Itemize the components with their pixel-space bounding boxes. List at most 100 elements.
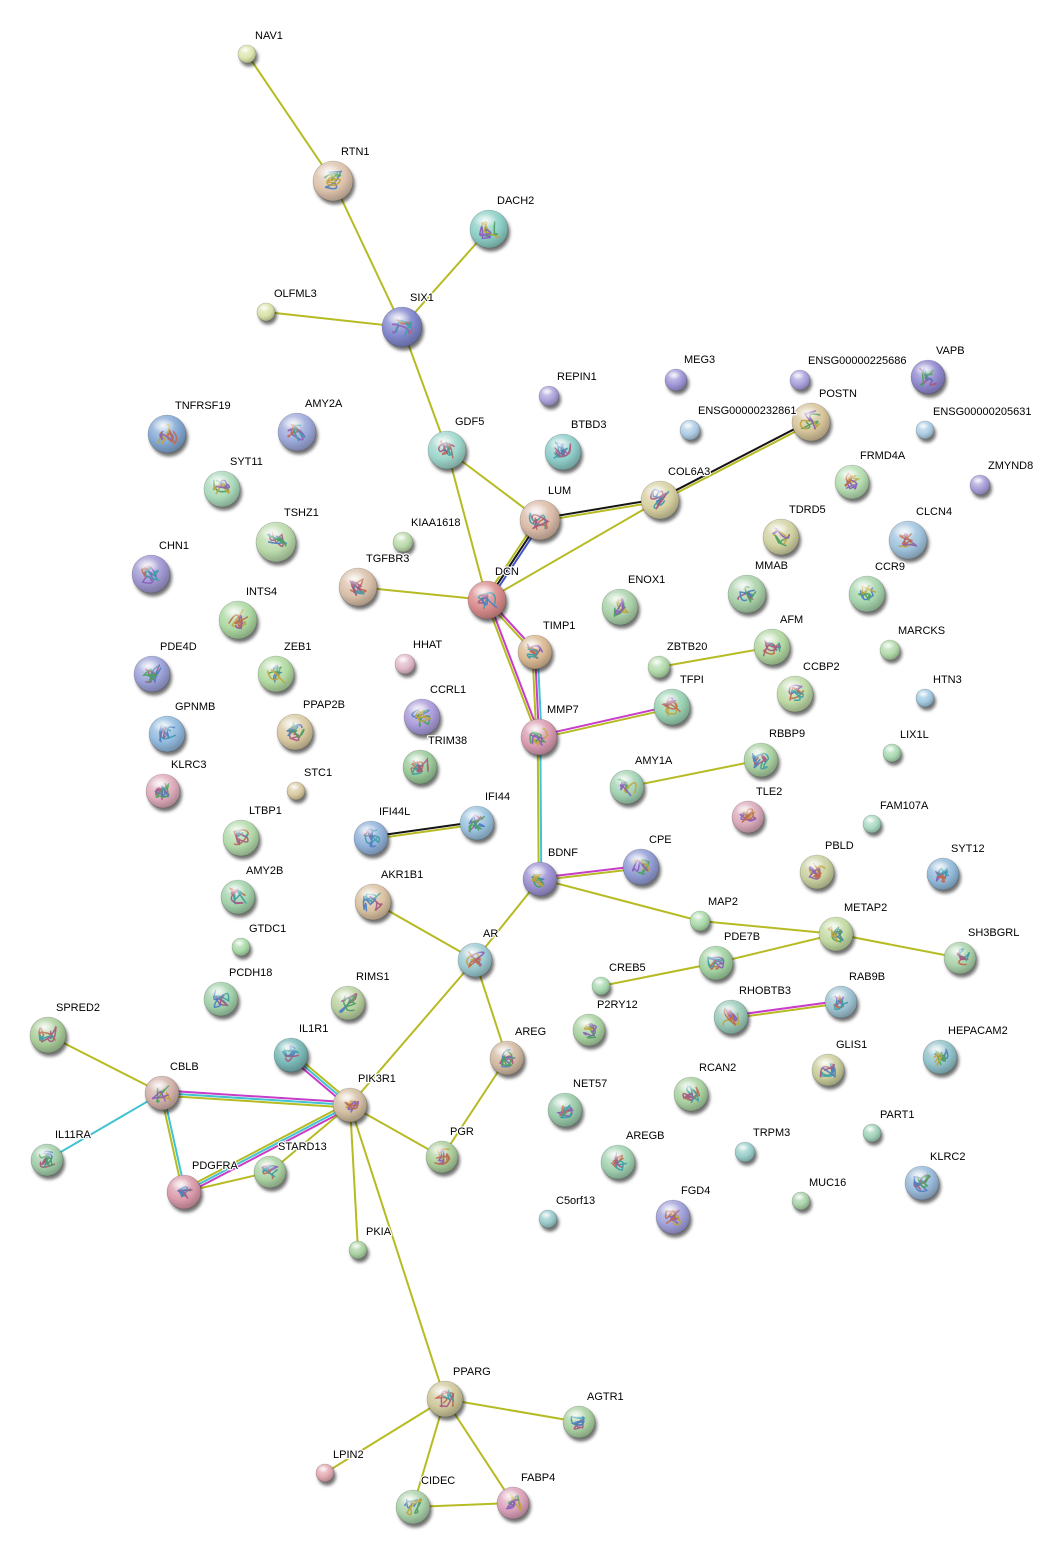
node-AREGB[interactable]: AREGB bbox=[600, 1129, 666, 1180]
edge-PIK3R1-STARD13-textmining[interactable] bbox=[269, 1104, 351, 1173]
node-DCN[interactable]: DCN bbox=[467, 565, 520, 620]
node-AREG[interactable]: AREG bbox=[489, 1025, 547, 1076]
node-BDNF[interactable]: BDNF bbox=[522, 846, 579, 897]
node-REPIN1[interactable]: REPIN1 bbox=[538, 370, 598, 407]
node-TFPI[interactable]: TFPI bbox=[653, 673, 705, 726]
edge-DCN-MMP7-experiments[interactable] bbox=[487, 599, 542, 737]
node-CHN1[interactable]: CHN1 bbox=[131, 539, 190, 594]
edge-IFI44L-IFI44-coexpression[interactable] bbox=[370, 820, 477, 838]
node-KLRC2[interactable]: KLRC2 bbox=[904, 1150, 967, 1201]
edge-PIK3R1-PKIA-textmining[interactable] bbox=[349, 1104, 359, 1251]
edge-PIK3R1-PDGFRA-experiments[interactable] bbox=[184, 1106, 352, 1196]
node-ZMYND8[interactable]: ZMYND8 bbox=[969, 459, 1034, 496]
node-LPIN2[interactable]: LPIN2 bbox=[315, 1448, 365, 1483]
node-SPRED2[interactable]: SPRED2 bbox=[29, 1001, 101, 1054]
node-CREB5[interactable]: CREB5 bbox=[591, 961, 647, 996]
node-SYT11[interactable]: SYT11 bbox=[203, 455, 264, 508]
node-STC1[interactable]: STC1 bbox=[286, 766, 333, 801]
edge-DCN-COL6A3-textmining[interactable] bbox=[486, 499, 661, 601]
node-BTBD3[interactable]: BTBD3 bbox=[544, 418, 608, 471]
node-AKR1B1[interactable]: AKR1B1 bbox=[354, 868, 424, 921]
node-PDE4D[interactable]: PDE4D bbox=[133, 640, 198, 693]
edge-LUM-COL6A3-coexpression[interactable] bbox=[539, 497, 660, 520]
node-PGR[interactable]: PGR bbox=[425, 1125, 475, 1174]
edge-SIX1-GDF5-textmining[interactable] bbox=[401, 326, 448, 451]
edge-CBLB-SPRED2-textmining[interactable] bbox=[47, 1034, 163, 1094]
node-OLFML3[interactable]: OLFML3 bbox=[256, 287, 318, 322]
node-CPE[interactable]: CPE bbox=[622, 833, 673, 886]
node-RTN1[interactable]: RTN1 bbox=[312, 145, 371, 202]
node-CCR9[interactable]: CCR9 bbox=[848, 560, 906, 613]
node-GLIS1[interactable]: GLIS1 bbox=[811, 1038, 868, 1087]
edge-AMY1A-RBBP9-textmining[interactable] bbox=[626, 759, 762, 788]
edge-DACH2-SIX1-textmining[interactable] bbox=[401, 228, 490, 328]
node-INTS4[interactable]: INTS4 bbox=[218, 585, 278, 640]
node-PDE7B[interactable]: PDE7B bbox=[698, 930, 761, 981]
node-IFI44[interactable]: IFI44 bbox=[459, 790, 511, 841]
node-TDRD5[interactable]: TDRD5 bbox=[762, 503, 827, 556]
edge-PPARG-AGTR1-textmining[interactable] bbox=[444, 1398, 580, 1423]
edge-MMP7-BDNF-textmining[interactable] bbox=[536, 736, 540, 880]
node-STARD13[interactable]: STARD13 bbox=[253, 1140, 328, 1189]
edge-CBLB-PIK3R1-databases[interactable] bbox=[161, 1092, 351, 1106]
node-LUM[interactable]: LUM bbox=[519, 484, 572, 541]
node-TIMP1[interactable]: TIMP1 bbox=[517, 619, 577, 670]
node-IL11RA[interactable]: IL11RA bbox=[30, 1128, 93, 1177]
edge-CBLB-PIK3R1-experiments[interactable] bbox=[162, 1089, 351, 1104]
node-IFI44L[interactable]: IFI44L bbox=[353, 805, 411, 856]
node-AR[interactable]: AR bbox=[457, 927, 500, 978]
node-MAP2[interactable]: MAP2 bbox=[689, 895, 739, 932]
node-GPNMB[interactable]: GPNMB bbox=[148, 700, 217, 753]
edge-MMP7-TFPI-experiments[interactable] bbox=[538, 704, 672, 737]
edge-MMP7-BDNF-databases[interactable] bbox=[539, 736, 543, 880]
edge-DCN-TGFBR3-textmining[interactable] bbox=[357, 586, 488, 601]
node-TSHZ1[interactable]: TSHZ1 bbox=[255, 506, 320, 563]
node-ZBTB20[interactable]: ZBTB20 bbox=[647, 640, 709, 679]
edge-PPARG-CIDEC-textmining[interactable] bbox=[412, 1398, 446, 1508]
node-RHOBTB3[interactable]: RHOBTB3 bbox=[713, 984, 792, 1035]
node-MMAB[interactable]: MMAB bbox=[727, 559, 789, 614]
node-RCAN2[interactable]: RCAN2 bbox=[673, 1061, 738, 1112]
edge-MAP2-METAP2-textmining[interactable] bbox=[699, 920, 837, 935]
edge-CBLB-PIK3R1-textmining[interactable] bbox=[161, 1094, 350, 1109]
node-NET57[interactable]: NET57 bbox=[547, 1077, 609, 1128]
node-PART1[interactable]: PART1 bbox=[862, 1108, 916, 1143]
edge-COL6A3-POSTN-textmining[interactable] bbox=[660, 422, 813, 503]
node-RAB9B[interactable]: RAB9B bbox=[824, 970, 886, 1019]
node-CCRL1[interactable]: CCRL1 bbox=[403, 683, 467, 736]
node-AMY2B[interactable]: AMY2B bbox=[220, 864, 285, 915]
node-FRMD4A[interactable]: FRMD4A bbox=[834, 449, 907, 500]
node-TRPM3[interactable]: TRPM3 bbox=[734, 1126, 792, 1163]
edge-PIK3R1-PPARG-textmining[interactable] bbox=[349, 1104, 446, 1400]
edge-MMP7-TFPI-textmining[interactable] bbox=[539, 707, 673, 740]
node-KLRC3[interactable]: KLRC3 bbox=[145, 758, 208, 809]
node-PPAP2B[interactable]: PPAP2B bbox=[276, 698, 346, 751]
edge-DCN-MMP7-textmining[interactable] bbox=[484, 600, 539, 738]
node-NAV1[interactable]: NAV1 bbox=[237, 29, 284, 64]
node-METAP2[interactable]: METAP2 bbox=[818, 901, 888, 952]
node-ENSG00000205631[interactable]: ENSG00000205631 bbox=[915, 405, 1033, 440]
node-LTBP1[interactable]: LTBP1 bbox=[222, 804, 283, 857]
node-TLE2[interactable]: TLE2 bbox=[731, 785, 784, 834]
node-DACH2[interactable]: DACH2 bbox=[469, 194, 536, 249]
node-TNFRSF19[interactable]: TNFRSF19 bbox=[147, 399, 232, 454]
node-PIK3R1[interactable]: PIK3R1 bbox=[332, 1072, 397, 1123]
edge-GDF5-DCN-textmining[interactable] bbox=[446, 449, 488, 601]
edge-AR-PIK3R1-textmining[interactable] bbox=[349, 959, 476, 1106]
edge-RHOBTB3-RAB9B-textmining[interactable] bbox=[731, 1002, 842, 1020]
node-ENSG00000225686[interactable]: ENSG00000225686 bbox=[789, 354, 908, 391]
node-AFM[interactable]: AFM bbox=[753, 613, 804, 666]
edge-BDNF-MAP2-textmining[interactable] bbox=[539, 878, 701, 922]
node-PKIA[interactable]: PKIA bbox=[348, 1225, 393, 1260]
node-HEPACAM2[interactable]: HEPACAM2 bbox=[922, 1024, 1009, 1075]
edge-METAP2-SH3BGRL-textmining[interactable] bbox=[835, 933, 961, 959]
edge-PDE7B-CREB5-textmining[interactable] bbox=[600, 962, 717, 987]
edge-RHOBTB3-RAB9B-experiments[interactable] bbox=[730, 999, 841, 1017]
node-FABP4[interactable]: FABP4 bbox=[496, 1471, 557, 1520]
node-TGFBR3[interactable]: TGFBR3 bbox=[338, 552, 411, 607]
node-SH3BGRL[interactable]: SH3BGRL bbox=[943, 926, 1021, 975]
node-PCDH18[interactable]: PCDH18 bbox=[203, 966, 274, 1017]
node-HTN3[interactable]: HTN3 bbox=[915, 673, 963, 708]
edge-OLFML3-SIX1-textmining[interactable] bbox=[265, 311, 403, 328]
edge-PPARG-LPIN2-textmining[interactable] bbox=[324, 1398, 446, 1474]
